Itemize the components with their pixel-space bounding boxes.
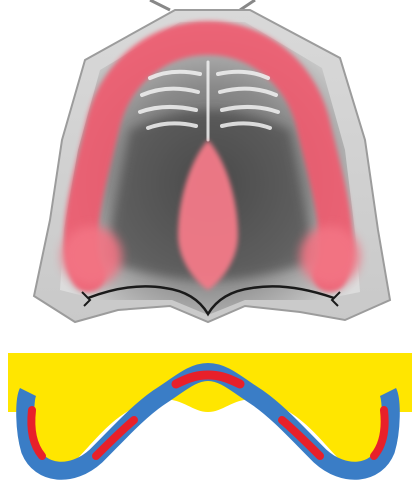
cross-section-panel [8, 353, 412, 471]
neck-outline [150, 0, 255, 10]
right-tuberosity-zone [300, 226, 360, 286]
palate-panel [34, 0, 390, 322]
left-tuberosity-zone [62, 226, 122, 286]
